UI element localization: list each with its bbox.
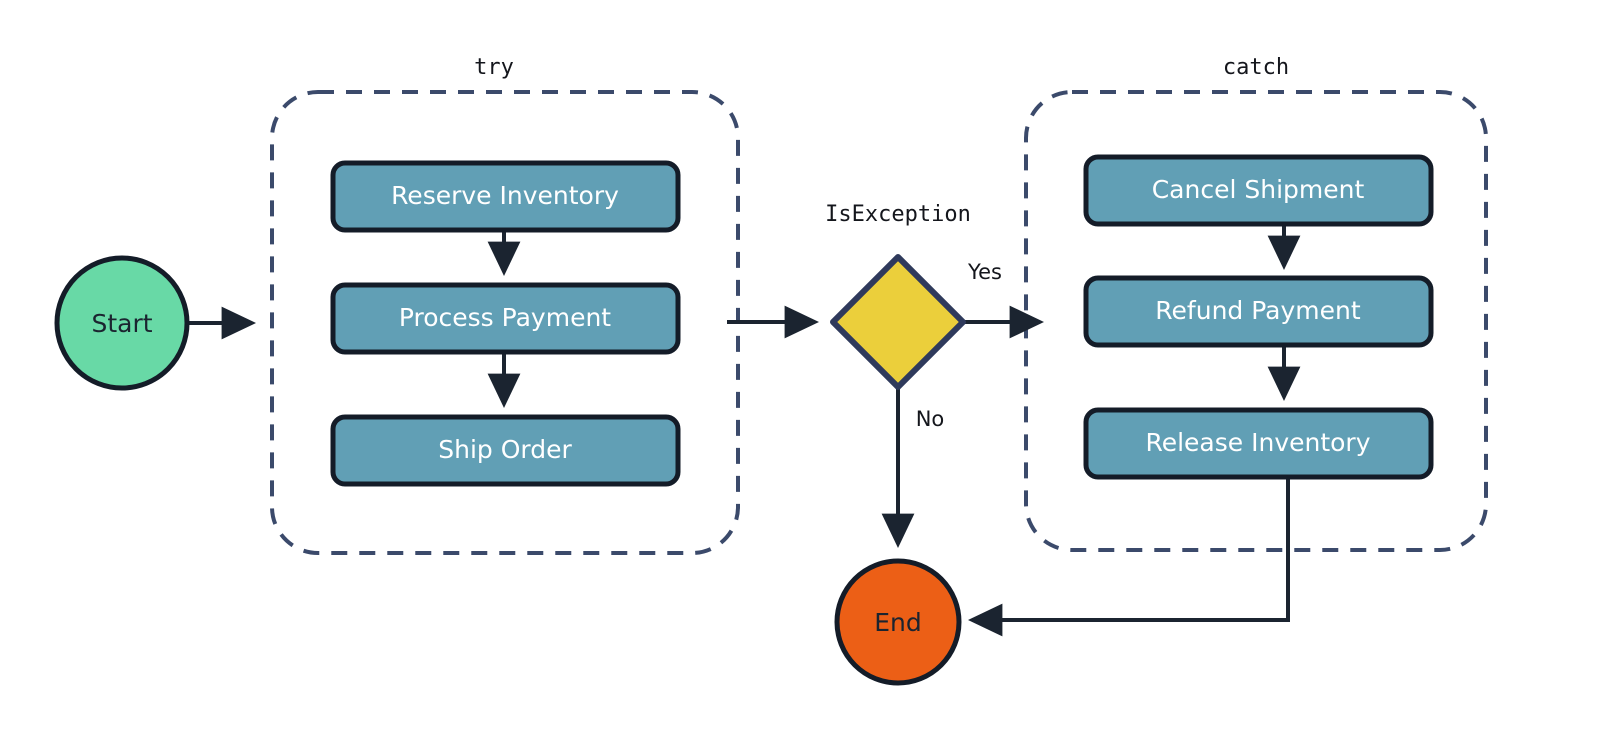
node-cancel-shipment-label: Cancel Shipment — [1152, 175, 1365, 204]
node-process-payment[interactable]: Process Payment — [330, 282, 681, 355]
node-cancel-shipment[interactable]: Cancel Shipment — [1083, 154, 1434, 227]
cluster-try-label: try — [474, 55, 514, 80]
refund-payment-box-shape — [1083, 275, 1434, 348]
node-process-payment-label: Process Payment — [399, 303, 611, 332]
process-payment-box-shape — [330, 282, 681, 355]
is-exception-diamond-shape — [830, 254, 966, 390]
edge-label-no: No — [916, 407, 945, 431]
node-ship-order[interactable]: Ship Order — [330, 414, 681, 487]
cluster-catch-border — [1024, 90, 1488, 552]
edge-release-to-end — [967, 476, 1290, 637]
node-end[interactable]: End — [834, 558, 962, 686]
end-circle-shape — [834, 558, 962, 686]
node-ship-order-label: Ship Order — [438, 435, 572, 464]
node-reserve-inventory[interactable]: Reserve Inventory — [330, 160, 681, 233]
start-circle-shape — [54, 255, 190, 391]
cluster-catch-label: catch — [1223, 55, 1289, 80]
node-is-exception[interactable]: IsException — [825, 202, 971, 390]
cluster-catch: catch — [1024, 55, 1488, 552]
release-inventory-box-shape — [1083, 407, 1434, 480]
edge-label-yes: Yes — [967, 260, 1002, 284]
reserve-inventory-box-shape — [330, 160, 681, 233]
node-refund-payment[interactable]: Refund Payment — [1083, 275, 1434, 348]
node-is-exception-label: IsException — [825, 202, 971, 227]
node-release-inventory[interactable]: Release Inventory — [1083, 407, 1434, 480]
ship-order-box-shape — [330, 414, 681, 487]
cancel-shipment-box-shape — [1083, 154, 1434, 227]
node-start-label: Start — [91, 309, 152, 338]
node-release-inventory-label: Release Inventory — [1145, 428, 1370, 457]
node-end-label: End — [874, 608, 922, 637]
node-start[interactable]: Start — [54, 255, 190, 391]
edges-layer: Yes No — [188, 224, 1301, 637]
node-reserve-inventory-label: Reserve Inventory — [391, 181, 619, 210]
node-refund-payment-label: Refund Payment — [1155, 296, 1361, 325]
